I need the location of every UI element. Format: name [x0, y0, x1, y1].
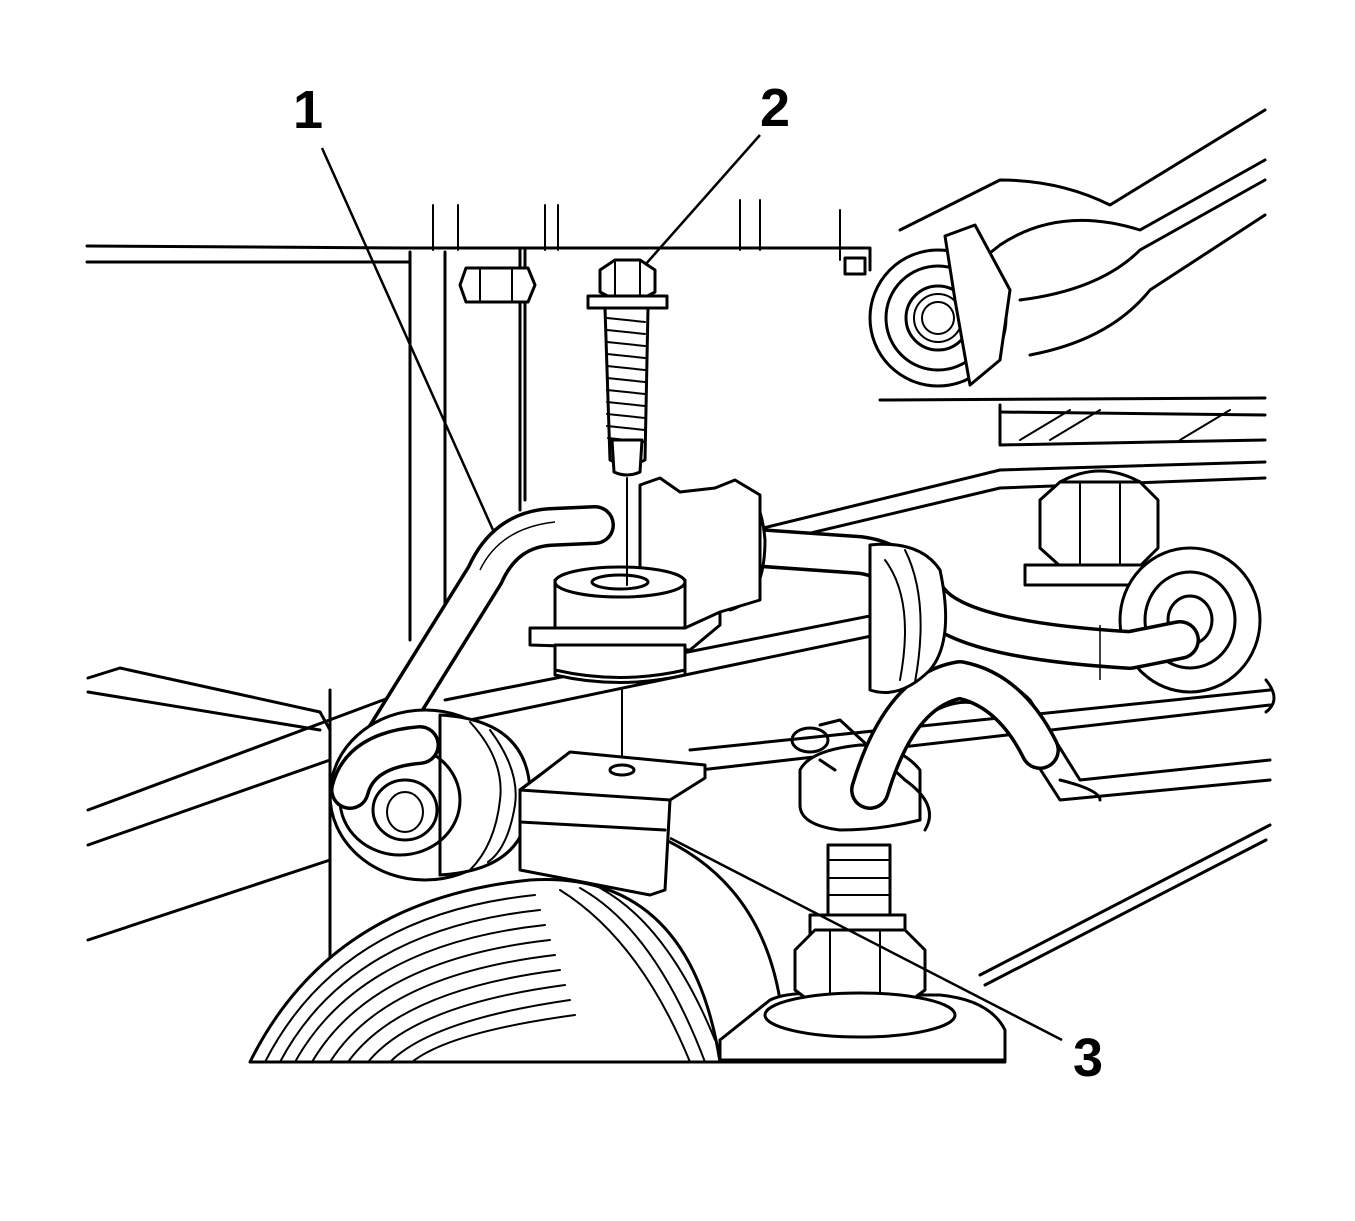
bushing-clamp	[528, 476, 762, 684]
mount-bracket	[518, 750, 707, 897]
callout-3-label: 3	[1073, 1028, 1103, 1088]
leader-2	[644, 134, 761, 266]
leader-lines	[320, 134, 1063, 1042]
callout-1-label: 1	[293, 80, 323, 140]
control-arm	[868, 108, 1267, 447]
stabilizer-bar	[328, 487, 1200, 882]
callout-labels: 1 2 3	[293, 78, 1103, 1088]
background-structure	[85, 199, 1276, 987]
leader-3	[669, 836, 1063, 1042]
fluid-line	[850, 660, 1060, 810]
callout-2-label: 2	[760, 78, 790, 138]
leader-1	[320, 147, 495, 531]
bolt	[586, 258, 669, 771]
